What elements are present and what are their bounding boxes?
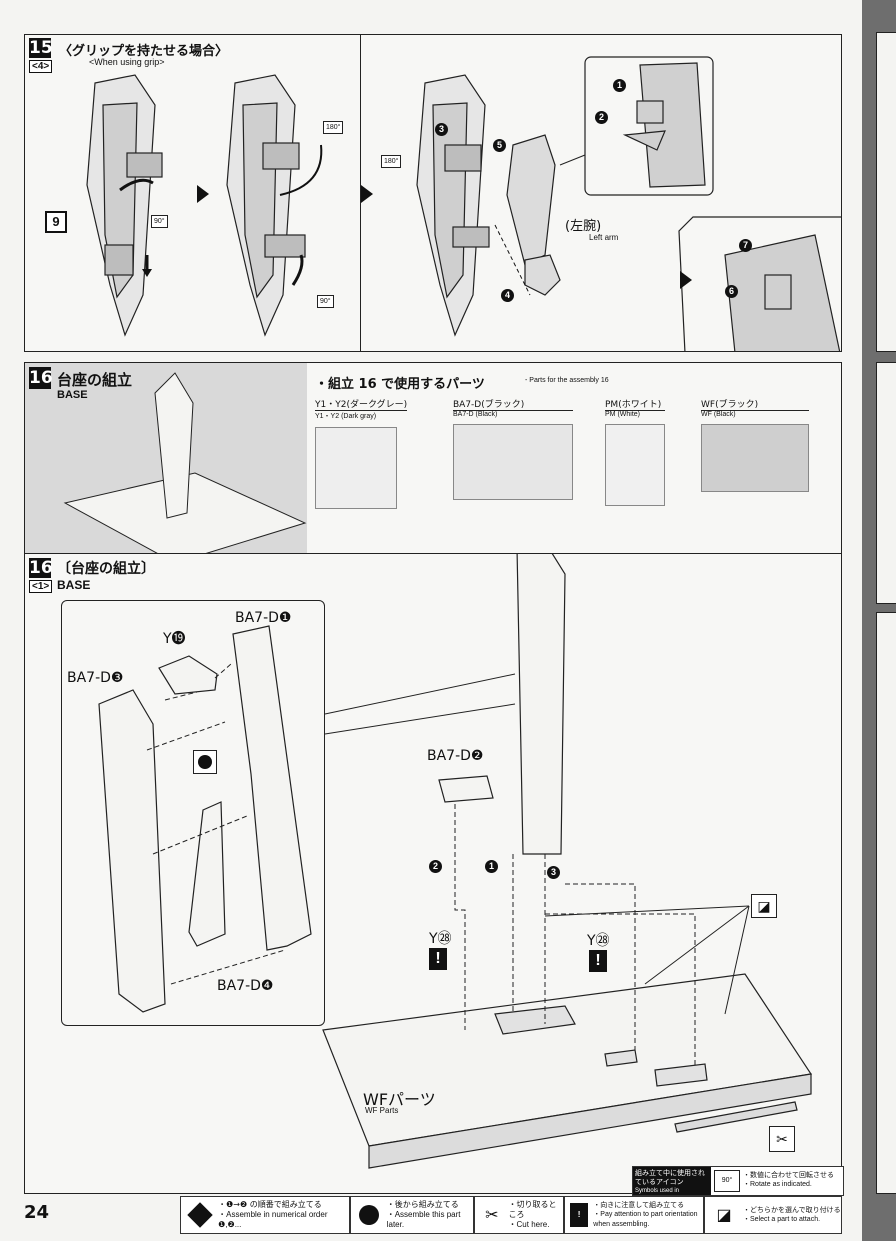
legend-later: ・後から組み立てる・Assemble this part later. xyxy=(350,1196,474,1234)
label-wf-parts: WFパーツ xyxy=(363,1090,436,1109)
shield-figure-2 xyxy=(226,74,306,337)
ba7d1-part xyxy=(232,625,312,951)
order-7-icon: 7 xyxy=(739,239,752,252)
step-number: 16 xyxy=(29,558,53,578)
left-arm xyxy=(506,134,561,296)
ba7d4-part xyxy=(188,801,226,947)
assemble-later-icon xyxy=(193,750,217,774)
page-number: 24 xyxy=(24,1202,50,1223)
rotate-icon: 180° xyxy=(381,155,402,168)
order-diamond-icon xyxy=(185,1200,214,1230)
ba7d3-part xyxy=(98,689,166,1013)
step-number: 15 xyxy=(29,38,53,58)
stand-pillar xyxy=(516,554,566,855)
rotate-icon: 180° xyxy=(323,121,344,134)
next-page-panel xyxy=(876,32,896,352)
assemble-later-icon xyxy=(355,1200,383,1230)
select-part-icon: ◪ xyxy=(751,894,777,918)
rotate-icon: 90° xyxy=(714,1170,740,1192)
cut-icon: ✂ xyxy=(485,1207,499,1224)
left-arm-label-en: Left arm xyxy=(589,233,619,242)
orientation-warning-icon: ! xyxy=(589,950,607,972)
next-arrow xyxy=(197,185,209,203)
rotate-icon: 90° xyxy=(317,295,334,308)
label-y28-right: Y㉘ xyxy=(587,933,610,949)
y19-part xyxy=(158,655,218,695)
left-arm-label: (左腕) xyxy=(565,219,602,234)
step-title-en: <When using grip> xyxy=(89,57,165,67)
step-title-en: BASE xyxy=(57,578,91,592)
parts-header: ・組立 16 で使用するパーツ xyxy=(315,377,485,392)
step-title: 台座の組立 xyxy=(57,371,133,389)
substep-number: <4> xyxy=(29,60,53,73)
order-4-icon: 4 xyxy=(501,289,514,302)
runner-pm: PM(ホワイト) PM (White) xyxy=(605,397,665,506)
next-arrow xyxy=(361,185,373,203)
label-ba7d3: BA7-D❸ xyxy=(67,670,124,686)
divider xyxy=(360,35,361,351)
order-6-icon: 6 xyxy=(725,285,738,298)
runner-image xyxy=(453,424,573,500)
label-ba7d4: BA7-D❹ xyxy=(217,978,274,994)
parts-header-en: - Parts for the assembly 16 xyxy=(525,377,609,384)
step16-illustration xyxy=(98,554,813,1169)
next-page-panel xyxy=(876,362,896,604)
order-1-icon: 1 xyxy=(613,79,626,92)
step-number: 16 xyxy=(29,367,53,389)
runner-image xyxy=(315,427,397,509)
substep-number: <1> xyxy=(29,580,53,593)
label-wf-parts-en: WF Parts xyxy=(365,1106,399,1115)
label-ba7d1: BA7-D❶ xyxy=(235,610,292,626)
order-2-icon: 2 xyxy=(595,111,608,124)
runner-ba7d: BA7-D(ブラック) BA7-D (Black) xyxy=(453,397,573,500)
runner-wf: WF(ブラック) WF (Black) xyxy=(701,397,809,492)
step-title: 〔台座の組立〕 xyxy=(57,561,155,577)
step15-panel: 15 <4> 〈グリップを持たせる場合〉 <When using grip> xyxy=(24,34,842,352)
step-title: 〈グリップを持たせる場合〉 xyxy=(59,44,229,59)
ref-part-box: 9 xyxy=(45,211,67,233)
rotate-icon: 90° xyxy=(151,215,168,228)
select-part-icon: ◪ xyxy=(716,1207,732,1224)
next-page-panel xyxy=(876,612,896,1194)
shield-figure-3 xyxy=(416,74,490,337)
legend-orientation: ! ・向きに注意して組み立てる・Pay attention to part or… xyxy=(564,1196,704,1234)
label-y19: Y⓳ xyxy=(163,631,186,647)
legend-select: ◪ ・どちらかを選んで取り付ける・Select a part to attach… xyxy=(704,1196,842,1234)
runner-y1y2: Y1・Y2(ダークグレー) Y1・Y2 (Dark gray) xyxy=(315,397,408,509)
legend-rotate: 組み立て中に使用されているアイコン Symbols used in instru… xyxy=(632,1166,844,1203)
legend-order: ・❶→❷ の順番で組み立てる・Assemble in numerical ord… xyxy=(180,1196,350,1234)
warning-icon: ! xyxy=(569,1200,589,1230)
next-arrow xyxy=(680,271,692,289)
label-ba7d2: BA7-D❷ xyxy=(427,748,484,764)
label-y28-left: Y㉘ xyxy=(429,931,452,947)
step-title-en: BASE xyxy=(57,389,88,401)
order-1-icon: 1 xyxy=(485,860,498,873)
order-2-icon: 2 xyxy=(429,860,442,873)
ba7d2-part xyxy=(438,775,494,803)
step15-illustration xyxy=(86,56,841,351)
orientation-warning-icon: ! xyxy=(429,948,447,970)
step16-build-panel: 16 <1> 〔台座の組立〕 BASE xyxy=(24,554,842,1194)
order-3-icon: 3 xyxy=(547,866,560,879)
legend-cut: ✂ ・切り取るところ・Cut here. xyxy=(474,1196,564,1234)
base-complete-illustration xyxy=(63,372,307,553)
order-3-icon: 3 xyxy=(435,123,448,136)
step16-parts-panel: 16 台座の組立 BASE ・組立 16 で使用するパーツ - Parts fo… xyxy=(24,362,842,554)
runner-image xyxy=(701,424,809,492)
cut-here-icon: ✂ xyxy=(769,1126,795,1152)
order-5-icon: 5 xyxy=(493,139,506,152)
runner-image xyxy=(605,424,665,506)
shield-figure-1 xyxy=(86,74,163,337)
